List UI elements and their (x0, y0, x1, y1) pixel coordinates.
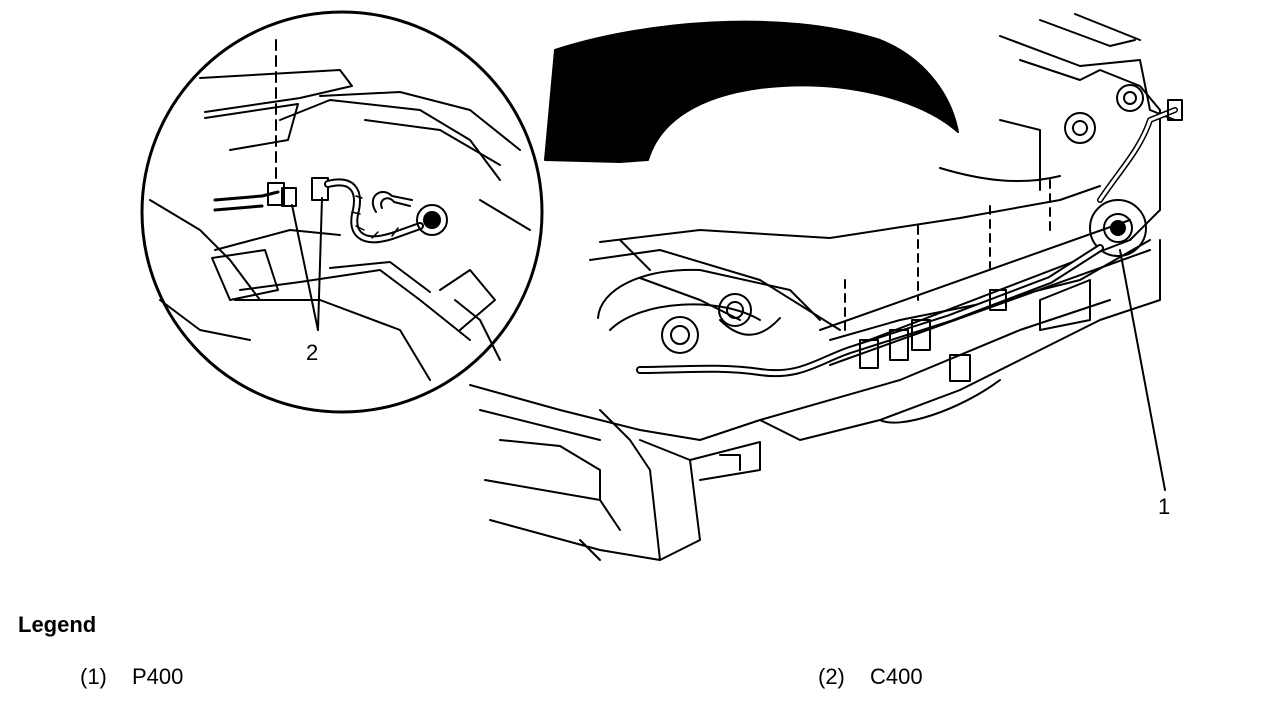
legend-item-1: (1) P400 (80, 664, 183, 690)
vehicle-rear-view (469, 13, 1183, 561)
direction-arrow (544, 20, 959, 163)
legend-item-number: (1) (80, 664, 107, 689)
callout-2: 2 (306, 340, 318, 365)
callout-1: 1 (1158, 494, 1170, 519)
detail-circle (140, 10, 544, 414)
detail-view (140, 10, 544, 414)
legend-title: Legend (18, 612, 97, 637)
legend-item-2: (2) C400 (818, 664, 923, 690)
legend-item-label: P400 (132, 664, 184, 689)
legend-item-label: C400 (870, 664, 923, 689)
wiring-diagram: 1 2 (140, 10, 1183, 561)
legend-item-number: (2) (818, 664, 845, 689)
